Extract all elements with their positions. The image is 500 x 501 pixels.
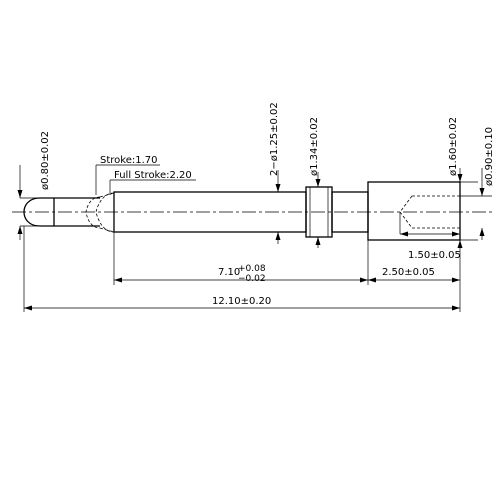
tip-diameter-label: ø0.80±0.02 <box>40 131 51 190</box>
bore-diameter-label: ø0.90±0.10 <box>484 127 495 186</box>
stroke-label: Stroke:1.70 <box>100 155 158 166</box>
full-stroke-label: Full Stroke:2.20 <box>114 170 192 181</box>
plunger-length-lower-tol: −0.02 <box>238 274 266 284</box>
barrel <box>367 181 461 241</box>
pogo-pin-outline <box>12 181 492 241</box>
plunger-length-upper-tol: +0.08 <box>238 264 266 274</box>
dimension-lines <box>17 164 492 312</box>
bore-length-label: 1.50±0.05 <box>408 250 461 261</box>
full-stroke-position-arc <box>95 192 115 233</box>
dimension-labels: ø0.80±0.02 Stroke:1.70 Full Stroke:2.20 … <box>40 102 495 307</box>
barrel-length-label: 2.50±0.05 <box>382 267 435 278</box>
plunger-length-label: 7.10 <box>218 267 240 278</box>
barrel-diameter-label: ø1.60±0.02 <box>448 117 459 176</box>
groove-diameter-label: ø1.34±0.02 <box>309 117 320 176</box>
stroke-position-arc <box>85 196 101 229</box>
total-length-label: 12.10±0.20 <box>212 296 271 307</box>
plunger-diameter-label: 2−ø1.25±0.02 <box>269 102 280 176</box>
plunger-tip <box>23 197 54 227</box>
